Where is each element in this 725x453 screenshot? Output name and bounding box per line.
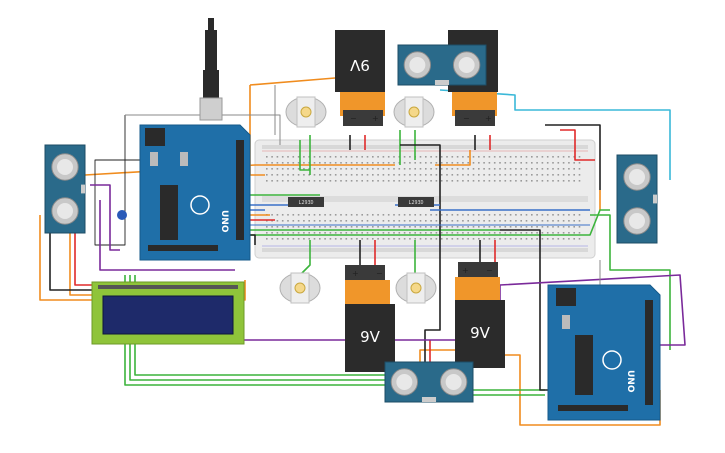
ultrasonic-sensor — [397, 44, 487, 86]
svg-text:L293D: L293D — [298, 200, 313, 206]
arduino-uno-left: UNO — [139, 18, 251, 261]
battery-9v-bottom-right: + − 9V — [455, 262, 505, 368]
svg-text:UNO: UNO — [219, 210, 229, 233]
potentiometer — [117, 210, 127, 220]
svg-text:−: − — [463, 114, 470, 123]
arduino-uno-right: UNO — [547, 284, 661, 421]
svg-text:L293D: L293D — [408, 200, 423, 206]
battery-9v-bottom-left: + − 9V — [345, 265, 395, 372]
svg-text:+: + — [462, 266, 469, 275]
dc-motor — [393, 96, 435, 128]
battery-9v-top-left: 9V − + — [335, 30, 385, 126]
svg-text:+: + — [485, 114, 492, 123]
motor-driver-right: L293D — [398, 197, 434, 207]
svg-text:+: + — [372, 114, 379, 123]
lcd-16x2-display — [91, 281, 245, 345]
svg-text:9V: 9V — [360, 328, 381, 346]
motor-driver-left: L293D — [288, 197, 324, 207]
svg-text:−: − — [486, 266, 493, 275]
ultrasonic-sensor — [44, 144, 86, 234]
ultrasonic-sensor — [616, 154, 658, 244]
svg-text:9V: 9V — [470, 324, 491, 342]
dc-motor — [285, 96, 327, 128]
motors — [279, 96, 437, 304]
dc-motor — [395, 272, 437, 304]
ultrasonic-sensor — [384, 361, 474, 403]
svg-text:+: + — [352, 269, 359, 278]
ultrasonic-sensors — [44, 44, 658, 403]
svg-text:9V: 9V — [349, 56, 370, 74]
dc-motor — [279, 272, 321, 304]
breadboard-holes — [266, 156, 581, 240]
svg-text:−: − — [376, 269, 383, 278]
svg-text:−: − — [350, 114, 357, 123]
svg-text:UNO: UNO — [625, 370, 635, 393]
